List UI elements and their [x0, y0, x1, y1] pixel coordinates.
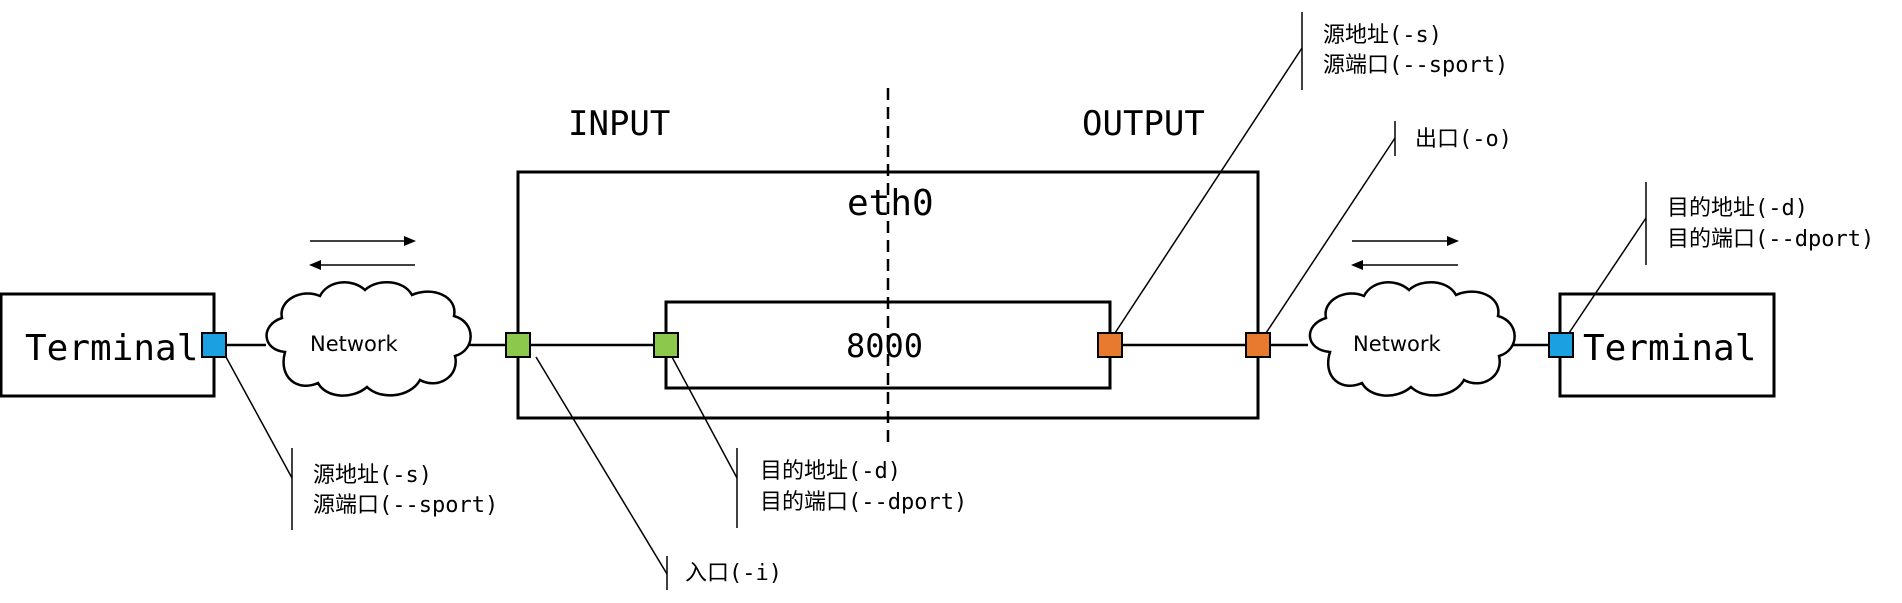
port-box-output-port — [1097, 332, 1123, 358]
right-network-label: Network — [1353, 332, 1442, 356]
right-terminal-label: Terminal — [1583, 328, 1756, 369]
callout-ingress-leader — [535, 356, 668, 575]
port-box-input-port — [653, 332, 679, 358]
left-arrow-left-head — [309, 260, 321, 270]
left-terminal-port — [201, 332, 227, 358]
right-arrow-right-head — [1447, 236, 1459, 246]
callout-dest-leader — [671, 356, 738, 479]
callout-egress-line1: 出口(-o) — [1415, 127, 1512, 152]
output-section-label: OUTPUT — [1082, 104, 1205, 144]
callout-left-source-leader — [225, 356, 293, 479]
left-network-label: Network — [310, 332, 399, 356]
callout-left-source-line1: 源地址(-s) — [313, 463, 432, 488]
callout-top-source-line1: 源地址(-s) — [1323, 23, 1442, 48]
callout-right-dest-leader — [1568, 217, 1647, 334]
input-section-label: INPUT — [568, 104, 670, 144]
callout-dest-line1: 目的地址(-d) — [760, 459, 901, 484]
interface-box — [516, 170, 1260, 420]
callout-dest-line2: 目的端口(--dport) — [760, 490, 967, 515]
left-arrow-right-head — [404, 236, 416, 246]
port-box-label: 8000 — [846, 327, 923, 365]
right-terminal-port — [1548, 332, 1574, 358]
right-arrow-left-head — [1351, 260, 1363, 270]
eth0-input-port — [505, 332, 531, 358]
callout-right-dest-line1: 目的地址(-d) — [1667, 196, 1808, 221]
callout-right-dest-line2: 目的端口(--dport) — [1667, 227, 1874, 252]
callout-left-source-line2: 源端口(--sport) — [313, 493, 498, 518]
callout-ingress-line1: 入口(-i) — [685, 561, 782, 586]
right-network-cloud — [1308, 281, 1516, 397]
left-terminal-label: Terminal — [25, 328, 198, 369]
left-network-cloud — [265, 281, 472, 397]
callout-top-source-line2: 源端口(--sport) — [1323, 53, 1508, 78]
callout-top-source-leader — [1114, 47, 1303, 334]
interface-label: eth0 — [847, 183, 934, 224]
eth0-output-port — [1245, 332, 1271, 358]
callout-egress-leader — [1265, 137, 1396, 334]
